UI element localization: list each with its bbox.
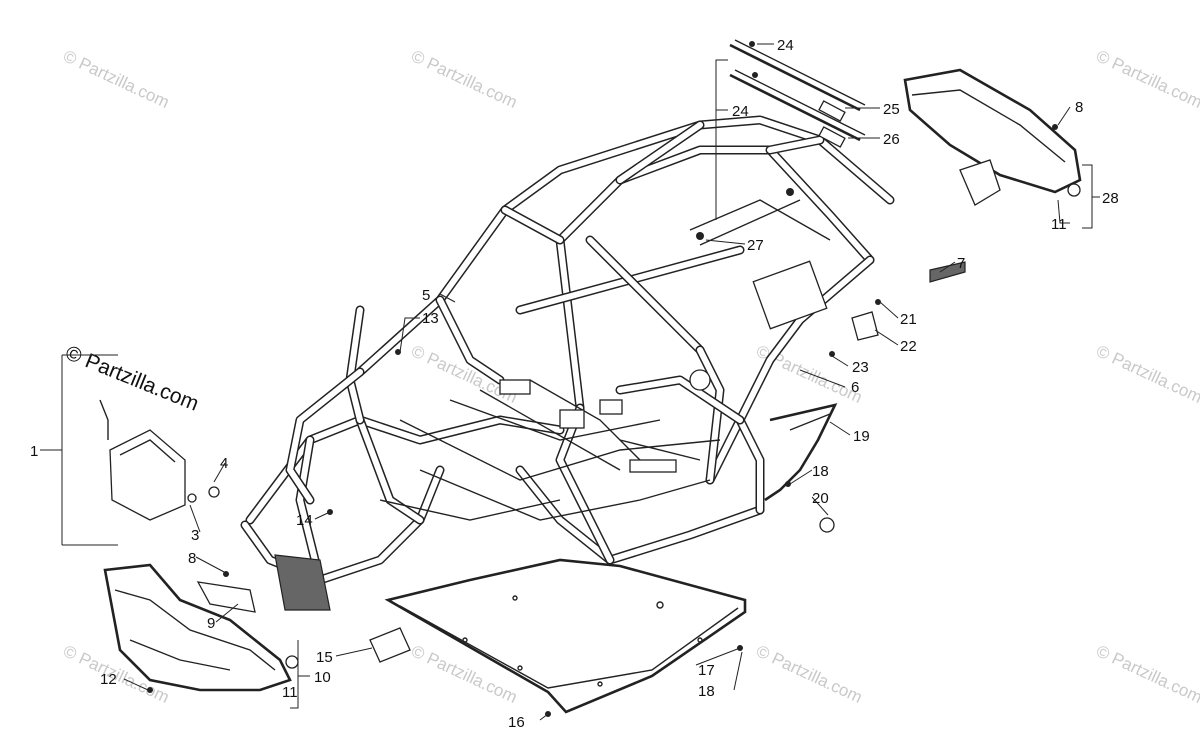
callout-19: 19 [853, 428, 870, 445]
callout-1: 1 [30, 443, 38, 460]
callout-13: 13 [422, 310, 439, 327]
callout-4: 4 [220, 455, 228, 472]
front-panel [99, 399, 220, 521]
callout-8: 8 [1075, 99, 1083, 116]
front-bumper [103, 554, 331, 692]
callout-27: 27 [747, 237, 764, 254]
leader-lines [40, 43, 1100, 721]
callout-22: 22 [900, 338, 917, 355]
watermark-text: © Partzilla.com [1093, 46, 1200, 112]
callout-12: 12 [100, 671, 117, 688]
callout-16: 16 [508, 714, 525, 731]
callout-18: 18 [698, 683, 715, 700]
watermark-text: © Partzilla.com [753, 641, 865, 707]
callout-14: 14 [296, 512, 313, 529]
callout-3: 3 [191, 527, 199, 544]
skid-plate [384, 558, 747, 714]
main-frame [240, 115, 895, 585]
callout-labels: 1 3 4 5 6 7 8 8 9 10 11 11 12 13 14 15 1… [30, 37, 1119, 731]
callout-11: 11 [282, 684, 298, 701]
callout-20: 20 [812, 490, 829, 507]
callout-26: 26 [883, 131, 900, 148]
watermark-text: © Partzilla.com [753, 341, 865, 407]
callout-17: 17 [698, 662, 715, 679]
callout-5: 5 [422, 287, 430, 304]
watermark-text: © Partzilla.com [1093, 341, 1200, 407]
small-parts [147, 41, 1058, 717]
callout-15: 15 [316, 649, 333, 666]
callout-18: 18 [812, 463, 829, 480]
rear-bumper [903, 68, 1082, 206]
callout-28: 28 [1102, 190, 1119, 207]
callout-10: 10 [314, 669, 331, 686]
watermark-prominent: © Partzilla.com [62, 341, 202, 415]
watermark-text: © Partzilla.com [408, 641, 520, 707]
callout-25: 25 [883, 101, 900, 118]
chassis-floor [379, 199, 831, 521]
callout-8: 8 [188, 550, 196, 567]
callout-23: 23 [852, 359, 869, 376]
callout-7: 7 [957, 255, 965, 272]
rear-rails [729, 39, 866, 148]
watermark-text: © Partzilla.com [60, 46, 172, 112]
floor-panel [764, 403, 838, 502]
callout-24: 24 [777, 37, 794, 54]
callout-11: 11 [1051, 216, 1067, 233]
watermark-text: © Partzilla.com [408, 46, 520, 112]
callout-21: 21 [900, 311, 917, 328]
callout-6: 6 [851, 379, 859, 396]
callout-24: 24 [732, 103, 749, 120]
watermark-text: © Partzilla.com [1093, 641, 1200, 707]
callout-9: 9 [207, 615, 215, 632]
